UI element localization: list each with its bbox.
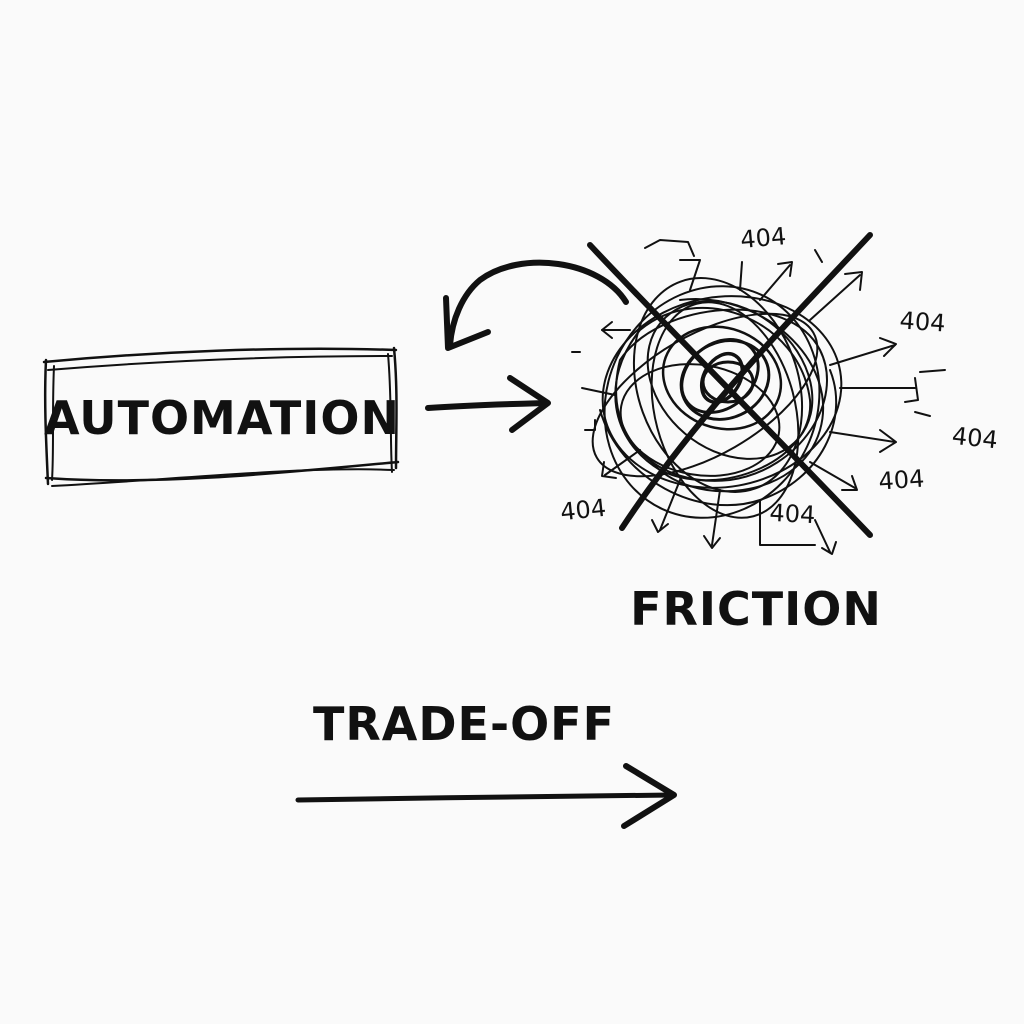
friction-label: FRICTION (630, 582, 882, 636)
x-mark-icon (587, 232, 873, 538)
feedback-arrow (443, 259, 629, 351)
error-code-label: 404 (878, 464, 926, 495)
tradeoff-label: TRADE-OFF (313, 697, 615, 751)
automation-box (42, 346, 400, 487)
error-code-label: 404 (899, 306, 947, 337)
error-code-label: 404 (769, 499, 816, 529)
tradeoff-arrow (295, 763, 677, 829)
error-code-label: 404 (739, 222, 787, 254)
radiating-arrows (571, 239, 946, 555)
error-codes: 404 404 404 404 404 404 (559, 222, 999, 529)
automation-label: AUTOMATION (44, 391, 400, 445)
error-code-label: 404 (951, 422, 999, 455)
forward-arrow (425, 375, 551, 433)
error-code-label: 404 (559, 494, 607, 527)
